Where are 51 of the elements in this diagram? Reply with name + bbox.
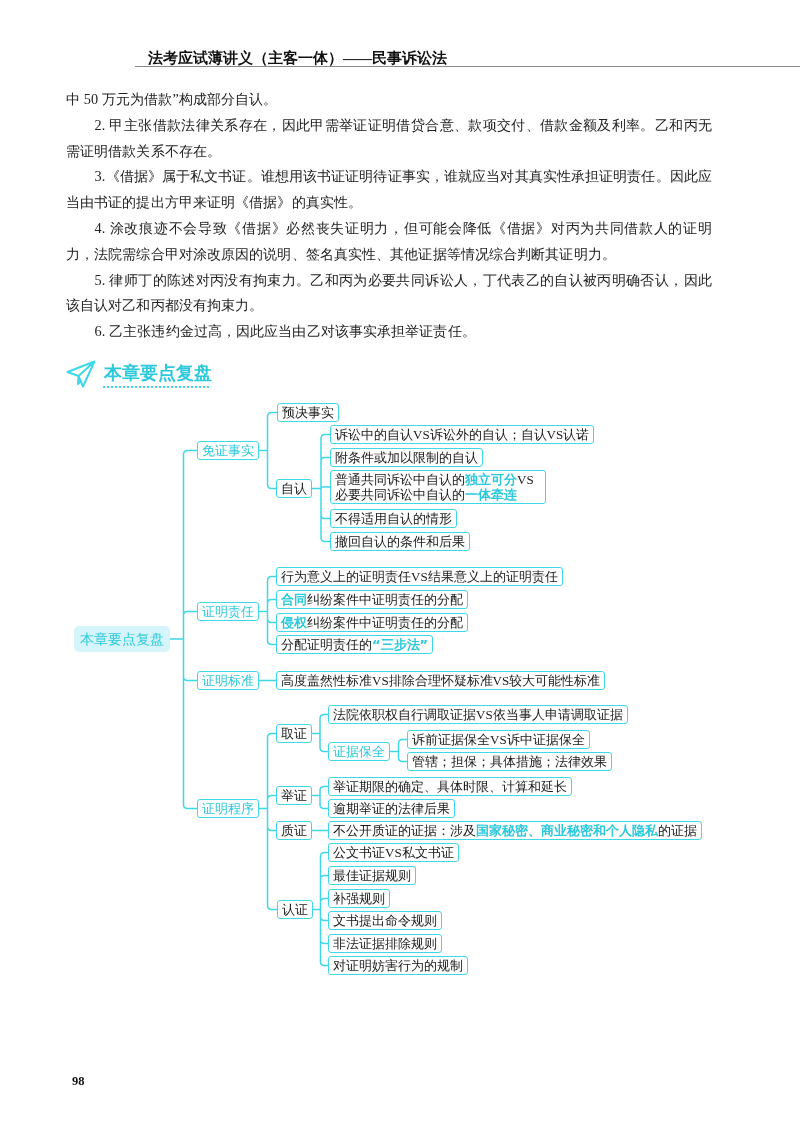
topic-box: 认证 — [277, 900, 313, 919]
paragraph: 5. 律师丁的陈述对丙没有拘束力。乙和丙为必要共同诉讼人，丁代表乙的自认被丙明确否认，因此该自认对乙和丙都没有拘束力。 — [66, 270, 712, 316]
topic-box: 举证期限的确定、具体时限、计算和延长 — [328, 777, 572, 796]
topic-box: 举证 — [276, 786, 312, 805]
connector-line — [389, 738, 408, 763]
paragraph: 2. 甲主张借款法律关系存在，因此甲需举证证明借贷合意、款项交付、借款金额及利率。乙和丙无需证明借款关系不存在。 — [66, 115, 712, 161]
topic-box: 不得适用自认的情形 — [330, 509, 457, 528]
running-head: 法考应试薄讲义（主客一体）——民事诉讼法 — [148, 50, 448, 67]
topic-box: 文书提出命令规则 — [328, 911, 442, 930]
topic-box: 补强规则 — [328, 889, 390, 908]
connector-line — [311, 713, 329, 753]
paragraph: 4. 涂改痕迹不会导致《借据》必然丧失证明力，但可能会降低《借据》对丙为共同借款人的证明力，法院需综合甲对涂改原因的说明、签名真实性、其他证据等情况综合判断其证明力。 — [66, 219, 712, 264]
topic-box: 分配证明责任的“三步法” — [276, 635, 434, 654]
section-title: 本章要点复盘 — [104, 362, 212, 383]
topic-box: 自认 — [276, 479, 312, 498]
topic-box: 法院依职权自行调取证据VS依当事人申请调取证据 — [328, 705, 628, 724]
connector-line — [258, 575, 277, 646]
topic-box: 附条件或加以限制的自认 — [330, 448, 483, 467]
topic-box: 普通共同诉讼中自认的独立可分VS必要共同诉讼中自认的一体牵连 — [330, 470, 546, 504]
connector-line — [258, 411, 278, 490]
connector-line — [311, 433, 331, 543]
topic-box: 不公开质证的证据：涉及国家秘密、商业秘密和个人隐私的证据 — [328, 821, 702, 840]
paragraph: 6. 乙主张违约金过高，因此应当由乙对该事实承担举证责任。 — [93, 322, 477, 342]
topic-box: 对证明妨害行为的规制 — [328, 956, 468, 975]
branch-box: 免证事实 — [197, 441, 259, 460]
topic-box: 最佳证据规则 — [328, 866, 416, 885]
topic-box: 质证 — [276, 821, 312, 840]
topic-box: 取证 — [276, 724, 312, 743]
connector-line — [312, 851, 329, 967]
connector-line — [311, 785, 329, 810]
topic-box: 诉讼中的自认VS诉讼外的自认；自认VS认诺 — [330, 425, 595, 444]
topic-box: 管辖；担保；具体措施；法律效果 — [407, 752, 612, 771]
branch-box: 证明责任 — [197, 602, 259, 621]
topic-box: 高度盖然性标准VS排除合理怀疑标准VS较大可能性标准 — [276, 671, 606, 690]
topic-box: 合同纠纷案件中证明责任的分配 — [276, 590, 468, 609]
topic-box: 撤回自认的条件和后果 — [330, 532, 470, 551]
topic-box: 诉前证据保全VS诉中证据保全 — [407, 730, 590, 749]
topic-box: 侵权纠纷案件中证明责任的分配 — [276, 613, 468, 632]
paragraph: 中 50 万元为借款”构成部分自认。 — [66, 90, 279, 109]
branch-box: 证明标准 — [197, 671, 259, 690]
topic-box: 行为意义上的证明责任VS结果意义上的证明责任 — [276, 567, 563, 586]
topic-box: 预决事实 — [277, 403, 339, 422]
central-topic-box: 本章要点复盘 — [74, 626, 170, 652]
topic-box: 非法证据排除规则 — [328, 934, 442, 953]
branch-box: 证据保全 — [328, 742, 390, 761]
branch-box: 证明程序 — [197, 799, 259, 818]
topic-box: 逾期举证的法律后果 — [328, 799, 455, 818]
paragraph: 3.《借据》属于私文书证。谁想用该书证证明待证事实，谁就应当对其真实性承担证明责任。因此应当由书证的提出方甲来证明《借据》的真实性。 — [66, 167, 712, 213]
connector-line — [258, 732, 278, 911]
page-number: 98 — [72, 1074, 85, 1088]
topic-box: 公文书证VS私文书证 — [328, 843, 459, 862]
